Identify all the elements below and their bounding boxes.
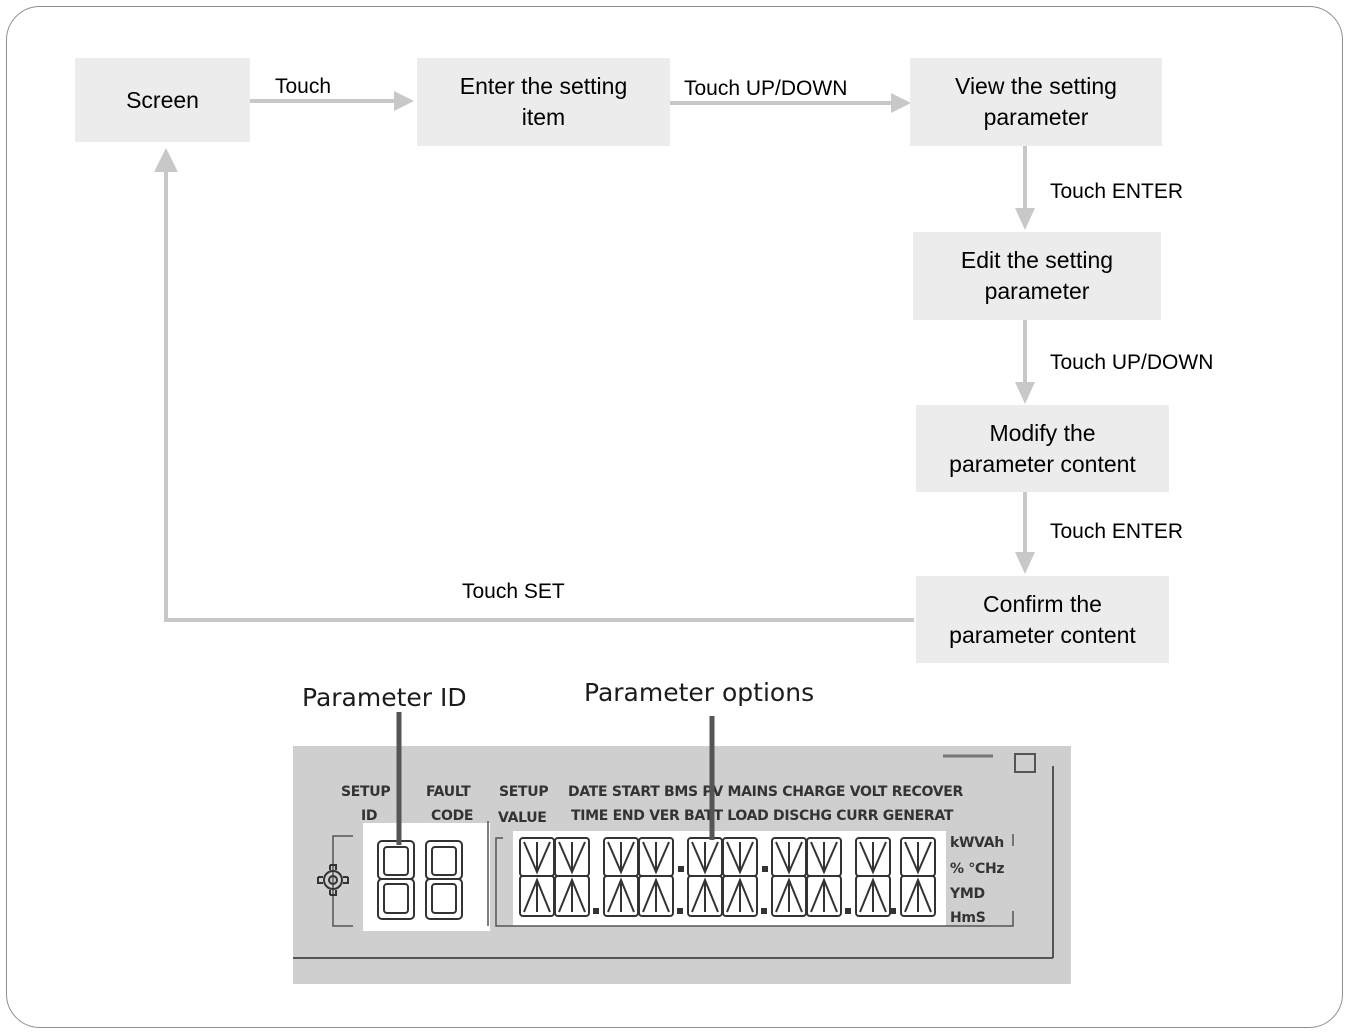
lcd-unit-3: YMD — [950, 886, 985, 902]
lcd-bottom-row: TIME END VER BATT LOAD DISCHG CURR GENER… — [571, 808, 954, 824]
gear-icon — [317, 864, 349, 896]
lcd-fault-top: FAULT — [426, 784, 471, 800]
lcd-setup-value-bottom: VALUE — [498, 810, 547, 826]
lcd-top-row: DATE START BMS PV MAINS CHARGE VOLT RECO… — [568, 784, 963, 800]
lcd-unit-2: % ℃Hz — [950, 861, 1005, 877]
param-option-digits — [519, 837, 936, 917]
edge-label-touch-up-down-2: Touch UP/DOWN — [1050, 351, 1214, 374]
lcd-fault-bottom: CODE — [431, 808, 474, 824]
screen-box: Screen — [75, 58, 250, 142]
edge-label-touch: Touch — [275, 75, 332, 98]
lcd-setup-id-bottom: ID — [361, 808, 378, 824]
confirm-parameter-content-box: Confirm the parameter content — [916, 576, 1169, 663]
lcd-unit-4: HmS — [950, 910, 986, 926]
lcd-panel: SETUP ID FAULT CODE SETUP VALUE DATE STA… — [293, 746, 1071, 984]
enter-setting-item-box: Enter the setting item — [417, 58, 670, 146]
lcd-graphics — [293, 753, 1054, 959]
lcd-setup-id-top: SETUP — [341, 784, 391, 800]
modify-parameter-content-box: Modify the parameter content — [916, 405, 1169, 492]
edge-label-touch-enter-2: Touch ENTER — [1050, 520, 1184, 543]
edge-label-touch-set: Touch SET — [462, 580, 565, 603]
edge-label-touch-enter-1: Touch ENTER — [1050, 180, 1184, 203]
lcd-unit-1: kWVAh — [950, 835, 1004, 851]
view-setting-parameter-box: View the setting parameter — [910, 58, 1162, 146]
parameter-id-label: Parameter ID — [302, 683, 467, 712]
edge-label-touch-up-down-1: Touch UP/DOWN — [684, 77, 848, 100]
arrow-confirm-to-screen — [164, 168, 914, 622]
parameter-options-label: Parameter options — [584, 678, 815, 707]
param-id-digits — [377, 840, 463, 920]
edit-setting-parameter-box: Edit the setting parameter — [913, 232, 1161, 320]
diagram-frame — [6, 6, 1343, 1028]
lcd-setup-value-top: SETUP — [499, 784, 549, 800]
